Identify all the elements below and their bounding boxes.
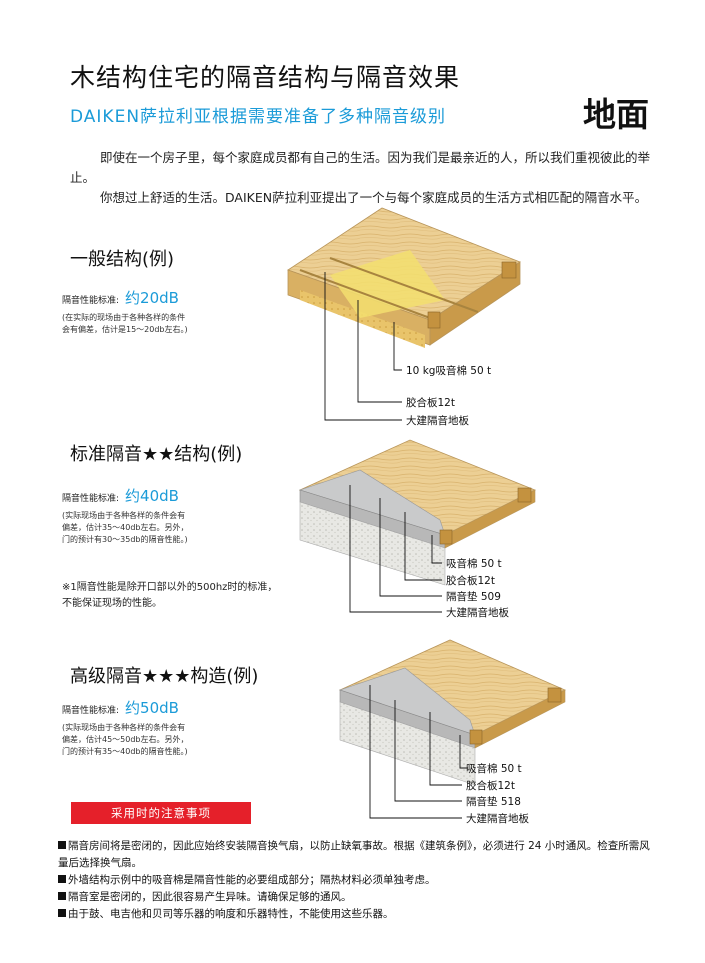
layer-label: 大建隔音地板: [446, 607, 509, 619]
section-standard-note: (实际现场由于各种各样的条件会有偏差，估计35～40db左右。另外，门的预计有3…: [62, 511, 189, 544]
caution-list: 隔音房间将是密闭的，因此应始终安装隔音换气扇，以防止缺氧事故。根据《建筑条例》，…: [58, 838, 658, 923]
layer-label: 吸音棉 50 t: [466, 763, 522, 775]
perf-label: 隔音性能标准:: [62, 494, 120, 504]
layer-label: 胶合板12t: [466, 780, 515, 792]
intro-paragraph-2: 你想过上舒适的生活。DAIKEN萨拉利亚提出了一个与每个家庭成员的生活方式相匹配…: [100, 190, 648, 205]
intro-text: 即使在一个房子里，每个家庭成员都有自己的生活。因为我们是最亲近的人，所以我们重视…: [70, 148, 670, 208]
section-premium-performance: 隔音性能标准: 约50dB: [62, 697, 179, 718]
list-item: 由于鼓、电吉他和贝司等乐器的响度和乐器特性，不能使用这些乐器。: [58, 906, 658, 923]
diagram-general: [287, 207, 521, 421]
list-item: 隔音房间将是密闭的，因此应始终安装隔音换气扇，以防止缺氧事故。根据《建筑条例》，…: [58, 840, 650, 869]
caution-heading: 采用时的注意事项: [71, 802, 251, 824]
perf-label: 隔音性能标准:: [62, 296, 120, 306]
layer-label: 大建隔音地板: [466, 813, 529, 825]
section-general-heading: 一般结构(例): [70, 249, 175, 270]
layer-label: 吸音棉 50 t: [446, 558, 502, 570]
perf-value: 约50dB: [125, 699, 179, 717]
section-premium-note: (实际现场由于各种各样的条件会有偏差，估计45～50db左右。另外，门的预计有3…: [62, 723, 189, 756]
diagram-premium: [338, 639, 566, 819]
list-item: 隔音室是密闭的，因此很容易产生异味。请确保足够的通风。: [58, 889, 658, 906]
page-title: 木结构住宅的隔音结构与隔音效果: [70, 63, 461, 92]
list-item: 外墙结构示例中的吸音棉是隔音性能的必要组成部分；隔热材料必须单独考虑。: [58, 872, 658, 889]
layer-label: 隔音垫 509: [446, 591, 501, 603]
section-premium-heading: 高级隔音★★★构造(例): [70, 666, 259, 687]
section-general-performance: 隔音性能标准: 约20dB: [62, 287, 179, 308]
layer-label: 胶合板12t: [406, 397, 455, 409]
square-bullet-icon: [58, 892, 66, 900]
floor-label: 地面: [583, 95, 649, 134]
perf-value: 约40dB: [125, 487, 179, 505]
perf-value: 约20dB: [125, 289, 179, 307]
section-standard-heading: 标准隔音★★结构(例): [70, 444, 243, 465]
layer-label: 10 kg吸音棉 50 t: [406, 365, 492, 377]
intro-paragraph-1: 即使在一个房子里，每个家庭成员都有自己的生活。因为我们是最亲近的人，所以我们重视…: [70, 150, 651, 185]
section-general-note: (在实际的现场由于各种各样的条件会有偏差，估计是15～20db左右。): [62, 313, 188, 334]
square-bullet-icon: [58, 841, 66, 849]
section-standard-performance: 隔音性能标准: 约40dB: [62, 485, 179, 506]
layer-label: 大建隔音地板: [406, 415, 469, 427]
square-bullet-icon: [58, 909, 66, 917]
layer-label: 胶合板12t: [446, 575, 495, 587]
perf-label: 隔音性能标准:: [62, 706, 120, 716]
page-subtitle: DAIKEN萨拉利亚根据需要准备了多种隔音级别: [70, 107, 447, 127]
section-standard-extra-note: ※1隔音性能是除开口部以外的500hz时的标准，不能保证现场的性能。: [62, 582, 278, 609]
square-bullet-icon: [58, 875, 66, 883]
diagram-standard: [298, 439, 536, 613]
layer-label: 隔音垫 518: [466, 796, 521, 808]
